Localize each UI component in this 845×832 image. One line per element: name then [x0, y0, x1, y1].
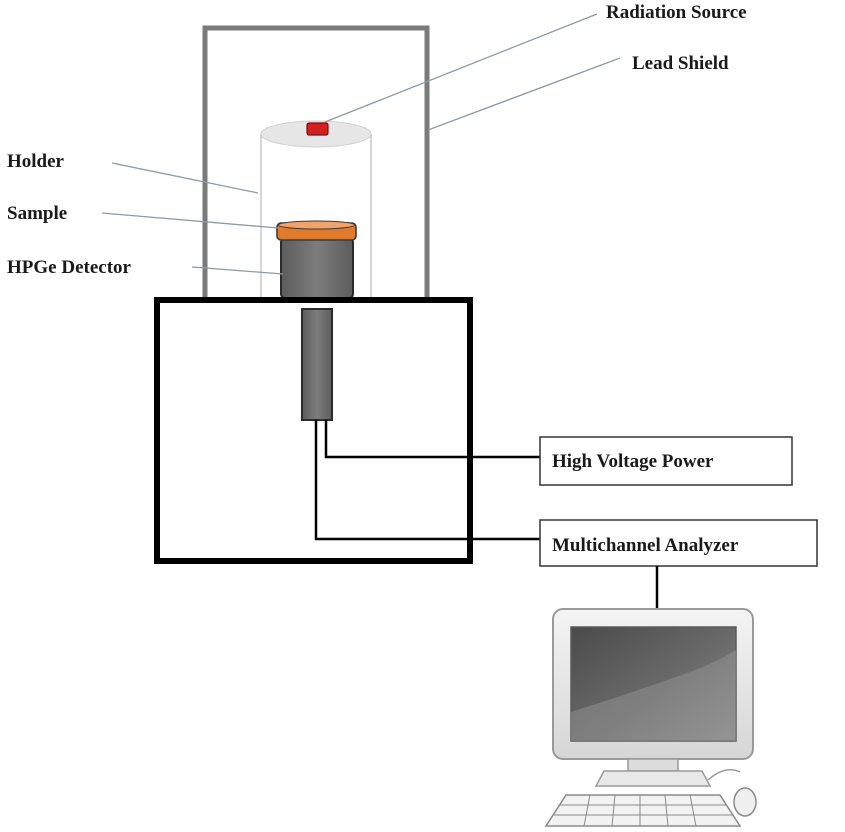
- lead-shield-leader: [427, 57, 621, 131]
- sample-leader: [101, 212, 279, 229]
- hpge-detector-leader: [191, 266, 284, 275]
- radiation-source: [306, 122, 329, 136]
- lead-base-box: [154, 297, 473, 564]
- signal-wire: [314, 420, 540, 541]
- sample: [276, 220, 357, 241]
- computer-icon: [544, 608, 757, 827]
- high-voltage-power-label: High Voltage Power: [552, 451, 714, 472]
- multichannel-analyzer-label: Multichannel Analyzer: [552, 535, 739, 556]
- multichannel-analyzer-box: [539, 519, 818, 567]
- high-voltage-power-box: [539, 436, 793, 486]
- holder-leader: [111, 162, 259, 194]
- detector-stem: [301, 308, 333, 421]
- high-voltage-wire: [324, 420, 540, 459]
- radiation-source-label: Radiation Source: [606, 2, 747, 23]
- hpge-detector-label: HPGe Detector: [7, 257, 132, 278]
- radiation-source-leader: [324, 13, 598, 123]
- lead-shield-label: Lead Shield: [632, 53, 729, 74]
- hpge-detector: [280, 237, 354, 299]
- holder-label: Holder: [7, 151, 65, 172]
- sample-label: Sample: [7, 203, 67, 224]
